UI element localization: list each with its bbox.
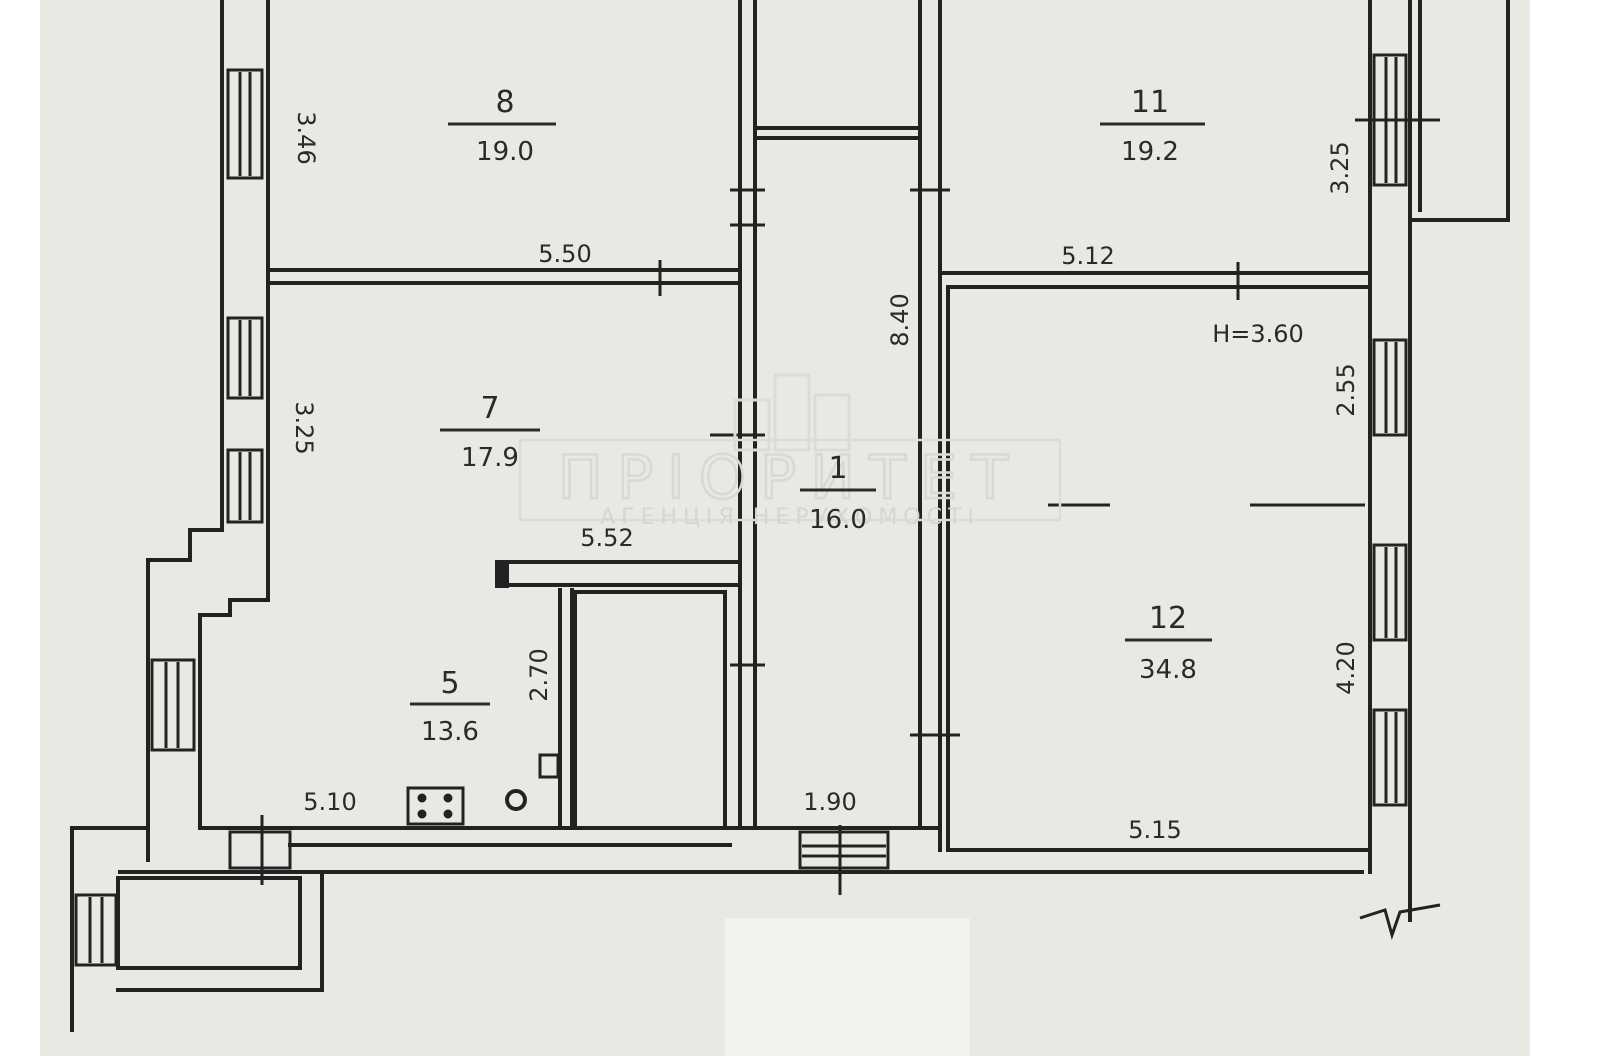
room-12: 12 34.8 [1125,601,1212,685]
watermark-frame [518,438,1062,522]
room-area: 16.0 [809,505,867,535]
room-number: 11 [1131,85,1169,120]
watermark-title: ПРІОРИТЕТ [558,443,1023,513]
room-area: 17.9 [461,443,519,473]
dimension-label: 5.15 [1128,816,1181,844]
watermark-building-icon [733,373,851,452]
dimension-label: 5.10 [303,788,356,816]
boiler-icon [505,789,527,811]
watermark-logo: ПРІОРИТЕТ АГЕНЦІЯ НЕРУХОМОСТІ [518,373,1062,530]
dimension-label: 2.55 [1332,363,1360,416]
dimension-label: 4.20 [1332,641,1360,694]
room-number: 1 [828,451,847,486]
dimension-label: 5.50 [538,240,591,268]
room-area: 34.8 [1139,655,1197,685]
dimension-label: 2.70 [525,648,553,701]
windows [74,53,1408,967]
dimension-label: 1.90 [803,788,856,816]
dimension-label: 5.52 [580,524,633,552]
blank-patch [725,918,970,1056]
room-area: 19.2 [1121,137,1179,167]
room-7: 7 17.9 [440,391,540,473]
room-number: 5 [440,666,459,701]
dimension-label: 5.12 [1061,242,1114,270]
break-line [1359,903,1441,941]
dimension-label: 3.25 [290,401,318,454]
room-5: 5 13.6 [410,666,490,747]
stove [406,786,465,826]
room-number: 12 [1149,601,1187,636]
room-8: 8 19.0 [448,85,556,167]
partition-stub [495,560,509,588]
room-number: 7 [480,391,499,426]
sink-icon [538,753,560,779]
room-number: 8 [495,85,514,120]
room-area: 19.0 [476,137,534,167]
room-area: 13.6 [421,717,479,747]
dimension-label: 8.40 [886,293,914,346]
door-marks [260,118,1440,895]
dimension-label: 3.46 [292,111,320,164]
dimension-label: 3.25 [1326,141,1354,194]
walls [70,0,1510,1032]
watermark-subtitle: АГЕНЦІЯ НЕРУХОМОСТІ [600,505,980,530]
dimension-label: H=3.60 [1212,320,1304,348]
room-11: 11 19.2 [1100,85,1205,167]
room-1: 1 16.0 [800,451,876,535]
